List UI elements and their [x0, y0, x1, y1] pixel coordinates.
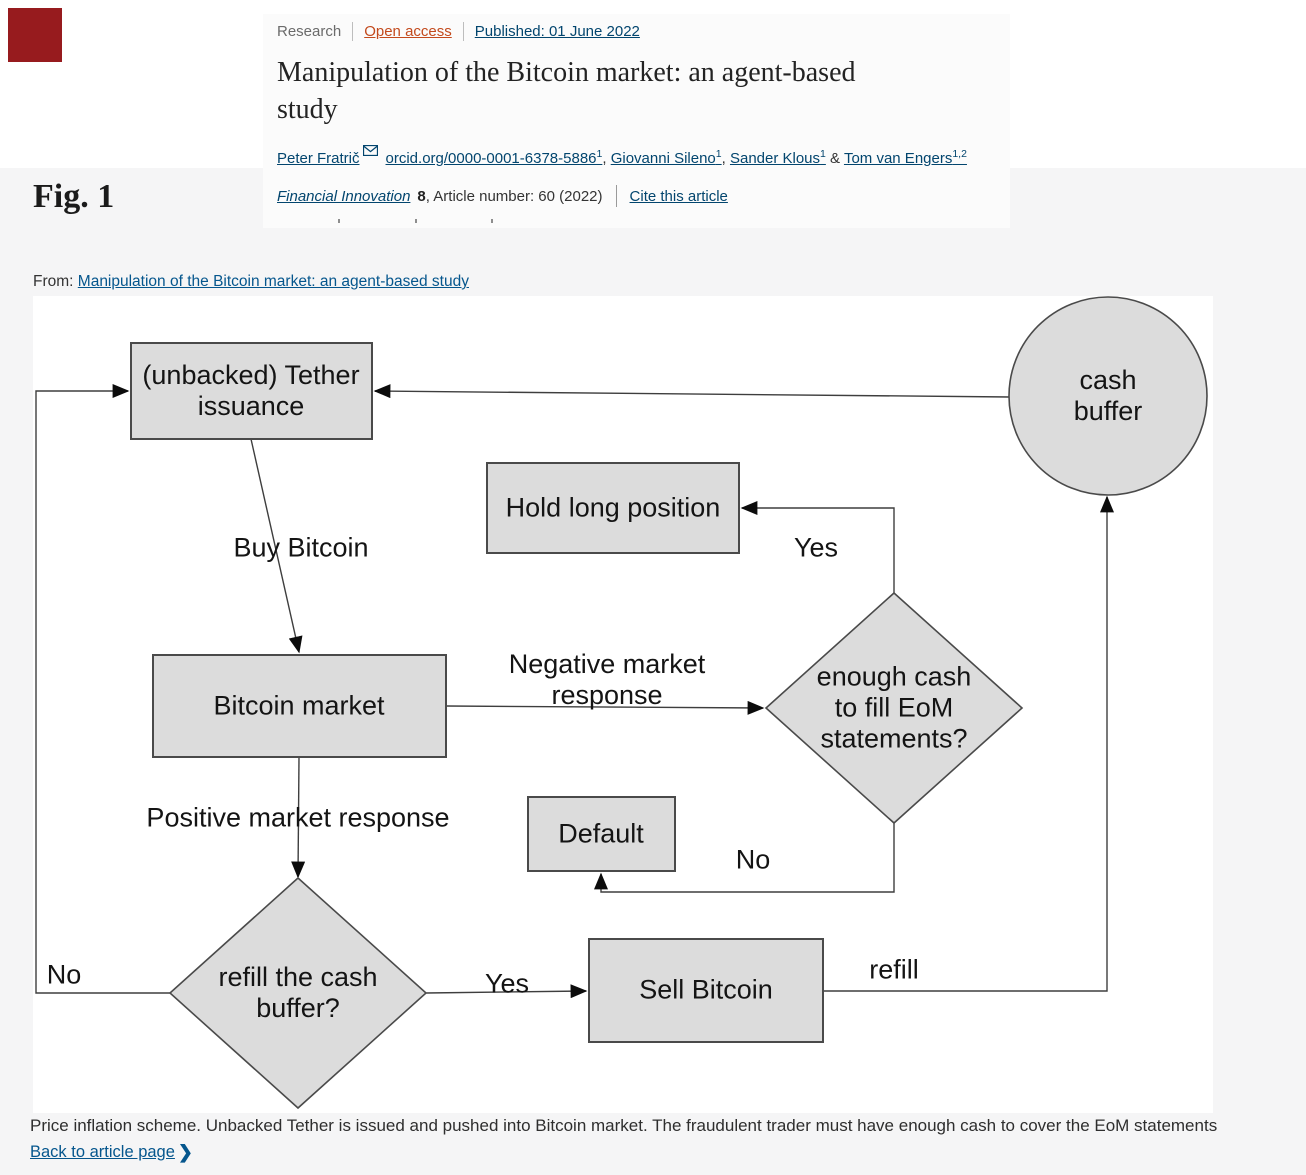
article-title-line1: Manipulation of the Bitcoin market: an a…	[277, 57, 856, 88]
eom-decision-label: enough cash to fill EoM statements?	[816, 661, 972, 754]
article-title-line2: study	[277, 94, 338, 125]
negative-response-edge-label: Negative market response	[508, 649, 706, 710]
refill-edge-label: refill	[869, 954, 919, 985]
hold-long-position-label: Hold long position	[505, 492, 721, 523]
affiliation-sup: 1,2	[952, 148, 967, 160]
refill-decision-diamond	[168, 876, 428, 1110]
edge-negative-response	[445, 700, 765, 715]
cash-buffer-node	[1008, 296, 1208, 496]
edge-no-feedback-left	[35, 384, 170, 994]
journal-citation-row: Financial Innovation 8 , Article number:…	[277, 185, 728, 207]
affiliation-sup: 1	[715, 148, 722, 160]
open-access-link[interactable]: Open access	[364, 23, 452, 40]
affiliation-sup: 1	[596, 148, 603, 160]
default-node	[527, 796, 676, 872]
author-separator: &	[825, 150, 844, 167]
article-meta-row: Research Open access Published: 01 June …	[277, 22, 640, 41]
yes-upper-edge-label: Yes	[793, 532, 839, 563]
eom-decision-diamond	[764, 591, 1024, 825]
email-envelope-icon[interactable]	[362, 143, 378, 160]
no-left-edge-label: No	[46, 959, 82, 990]
edge-buy-bitcoin	[250, 438, 303, 654]
article-type-label: Research	[277, 23, 342, 40]
author-link-peter-fratric[interactable]: Peter Fratrič	[277, 150, 360, 167]
sell-bitcoin-label: Sell Bitcoin	[639, 974, 773, 1005]
edge-yes-hold	[740, 501, 895, 593]
meta-divider	[462, 22, 464, 41]
refill-decision-label: refill the cash buffer?	[218, 962, 378, 1023]
from-prefix: From:	[33, 273, 78, 290]
cropped-text-remnant	[491, 219, 493, 223]
article-number-text: , Article number: 60 (2022)	[425, 187, 603, 205]
flowchart-svg	[35, 296, 1208, 1110]
no-right-edge-label: No	[735, 844, 771, 875]
edge-yes-sell	[425, 984, 588, 999]
meta-divider	[352, 22, 354, 41]
author-link-giovanni-sileno[interactable]: Giovanni Sileno1	[610, 148, 722, 167]
published-date-link[interactable]: Published: 01 June 2022	[474, 23, 640, 40]
buy-bitcoin-edge-label: Buy Bitcoin	[233, 532, 369, 563]
cropped-text-remnant	[338, 219, 340, 223]
corner-red-marker	[8, 8, 62, 62]
tether-issuance-node	[130, 342, 373, 440]
figure-panel: (unbacked) Tether issuance Hold long pos…	[33, 296, 1213, 1113]
author-link-sander-klous[interactable]: Sander Klous1	[729, 148, 826, 167]
sell-bitcoin-node	[588, 938, 824, 1043]
figure-from-line: From: Manipulation of the Bitcoin market…	[33, 273, 469, 291]
author-separator: ,	[721, 150, 730, 167]
hold-long-position-node	[486, 462, 740, 554]
positive-response-edge-label: Positive market response	[146, 802, 450, 833]
author-separator: ,	[602, 150, 611, 167]
affiliation-sup: 1	[820, 148, 826, 160]
orcid-link[interactable]: orcid.org/0000-0001-6378-58861	[385, 148, 603, 167]
cite-this-article-link[interactable]: Cite this article	[629, 187, 728, 205]
bitcoin-market-node	[152, 654, 447, 758]
edge-positive-response	[291, 756, 306, 879]
yes-lower-edge-label: Yes	[484, 968, 530, 999]
author-list: Peter Fratrič orcid.org/0000-0001-6378-58…	[277, 143, 967, 167]
back-to-article-row: Back to article page ❯	[30, 1142, 193, 1163]
journal-link[interactable]: Financial Innovation	[277, 187, 411, 205]
figure-caption: Price inflation scheme. Unbacked Tether …	[30, 1116, 1218, 1135]
journal-volume: 8	[417, 187, 426, 205]
article-title: Manipulation of the Bitcoin market: an a…	[277, 54, 987, 128]
edge-no-default	[594, 823, 895, 893]
article-header-card: Research Open access Published: 01 June …	[263, 14, 1010, 228]
edge-cash-to-tether	[373, 384, 1011, 399]
cropped-text-remnant	[415, 219, 417, 223]
tether-issuance-label: (unbacked) Tether issuance	[142, 360, 360, 421]
default-label: Default	[558, 818, 644, 849]
from-article-link[interactable]: Manipulation of the Bitcoin market: an a…	[77, 273, 469, 290]
citation-divider	[615, 185, 617, 207]
figure-label: Fig. 1	[33, 178, 115, 215]
bitcoin-market-label: Bitcoin market	[213, 690, 385, 721]
cash-buffer-label: cash buffer	[1073, 365, 1143, 426]
back-to-article-link[interactable]: Back to article page	[30, 1143, 175, 1161]
edge-refill-cash-buffer	[823, 495, 1114, 992]
chevron-right-icon[interactable]: ❯	[177, 1142, 194, 1162]
author-link-tom-van-engers[interactable]: Tom van Engers1,2	[843, 148, 967, 167]
